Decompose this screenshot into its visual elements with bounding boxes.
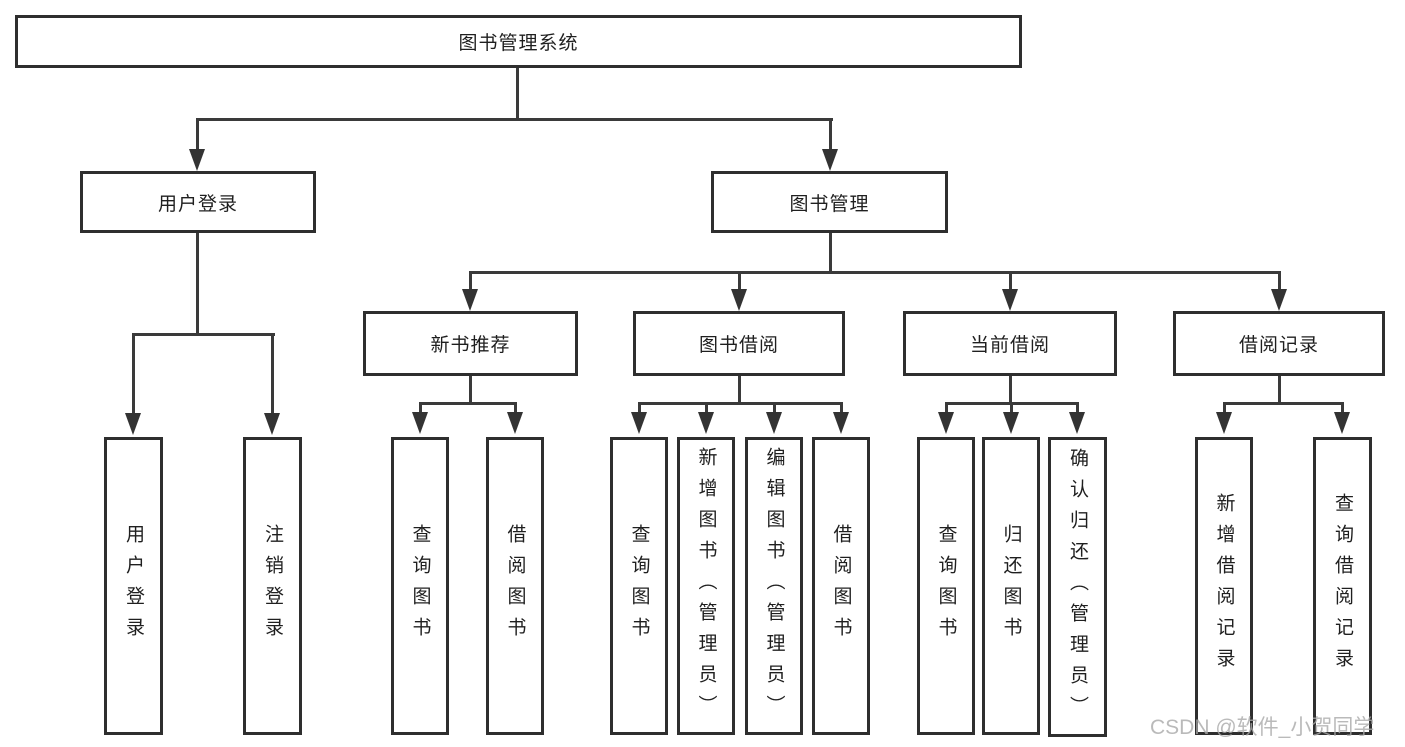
node-leaf-bb-edit-book-admin: 编辑图书（管理员） — [745, 437, 803, 735]
connector-drop-borrowrecord — [1278, 273, 1281, 291]
arrow-down-icon — [1003, 412, 1019, 434]
node-leaf-bb-add-book-admin: 新增图书（管理员） — [677, 437, 735, 735]
node-user-login: 用户登录 — [80, 171, 316, 233]
connector-bookmgmt-stem — [829, 233, 832, 273]
connector-drop-user-login — [196, 120, 199, 152]
connector-borrowrecord-rail — [1223, 402, 1344, 405]
connector-bookborrow-rail — [638, 402, 843, 405]
arrow-down-icon — [731, 289, 747, 311]
connector-drop — [840, 404, 843, 416]
connector-drop — [419, 404, 422, 416]
connector-currentborrow-stem — [1009, 376, 1012, 404]
node-book-borrow: 图书借阅 — [633, 311, 845, 376]
connector-drop-bookborrow — [738, 273, 741, 291]
arrow-down-icon — [1069, 412, 1085, 434]
connector-bookborrow-stem — [738, 376, 741, 404]
arrow-down-icon — [698, 412, 714, 434]
node-leaf-cb-query-book: 查询图书 — [917, 437, 975, 735]
connector-borrowrecord-stem — [1278, 376, 1281, 404]
connector-drop-currentborrow — [1009, 273, 1012, 291]
connector-userlogin-stem — [196, 233, 199, 335]
node-leaf-nb-query-book: 查询图书 — [391, 437, 449, 735]
node-book-mgmt: 图书管理 — [711, 171, 948, 233]
arrow-down-icon — [833, 412, 849, 434]
arrow-down-icon — [264, 413, 280, 435]
arrow-down-icon — [766, 412, 782, 434]
arrow-down-icon — [1334, 412, 1350, 434]
connector-userlogin-rail — [132, 333, 275, 336]
node-leaf-bb-borrow-book: 借阅图书 — [812, 437, 870, 735]
node-leaf-logout: 注销登录 — [243, 437, 302, 735]
node-leaf-cb-confirm-return-admin: 确认归还（管理员） — [1048, 437, 1107, 737]
connector-root-rail — [196, 118, 833, 121]
connector-drop — [1223, 404, 1226, 416]
connector-drop — [638, 404, 641, 416]
arrow-down-icon — [938, 412, 954, 434]
csdn-watermark: CSDN @软件_小贺同学 — [1150, 716, 1375, 739]
connector-drop — [1010, 404, 1013, 416]
arrow-down-icon — [1002, 289, 1018, 311]
node-leaf-cb-return-book: 归还图书 — [982, 437, 1040, 735]
arrow-down-icon — [462, 289, 478, 311]
arrow-down-icon — [507, 412, 523, 434]
arrow-down-icon — [1216, 412, 1232, 434]
connector-drop-newbook — [469, 273, 472, 291]
node-leaf-br-add-record: 新增借阅记录 — [1195, 437, 1253, 735]
arrow-down-icon — [1271, 289, 1287, 311]
connector-drop — [1341, 404, 1344, 416]
arrow-down-icon — [631, 412, 647, 434]
arrow-down-icon — [125, 413, 141, 435]
arrow-down-icon — [822, 149, 838, 171]
connector-root-stem — [516, 68, 519, 120]
node-leaf-nb-borrow-book: 借阅图书 — [486, 437, 544, 735]
connector-bookmgmt-rail — [469, 271, 1281, 274]
connector-drop — [773, 404, 776, 416]
node-new-book-rec: 新书推荐 — [363, 311, 578, 376]
arrow-down-icon — [189, 149, 205, 171]
connector-drop — [514, 404, 517, 416]
node-leaf-br-query-record: 查询借阅记录 — [1313, 437, 1372, 735]
node-leaf-bb-query-book: 查询图书 — [610, 437, 668, 735]
connector-newbook-stem — [469, 376, 472, 404]
node-current-borrow: 当前借阅 — [903, 311, 1117, 376]
connector-drop-leaf-login — [132, 335, 135, 415]
node-leaf-user-login: 用户登录 — [104, 437, 163, 735]
arrow-down-icon — [412, 412, 428, 434]
connector-drop-book-mgmt — [829, 120, 832, 152]
connector-drop — [945, 404, 948, 416]
connector-drop-leaf-logout — [271, 335, 274, 415]
node-borrow-record: 借阅记录 — [1173, 311, 1385, 376]
connector-drop — [705, 404, 708, 416]
node-root: 图书管理系统 — [15, 15, 1022, 68]
connector-currentborrow-rail — [945, 402, 1079, 405]
connector-newbook-rail — [419, 402, 517, 405]
connector-drop — [1076, 404, 1079, 416]
